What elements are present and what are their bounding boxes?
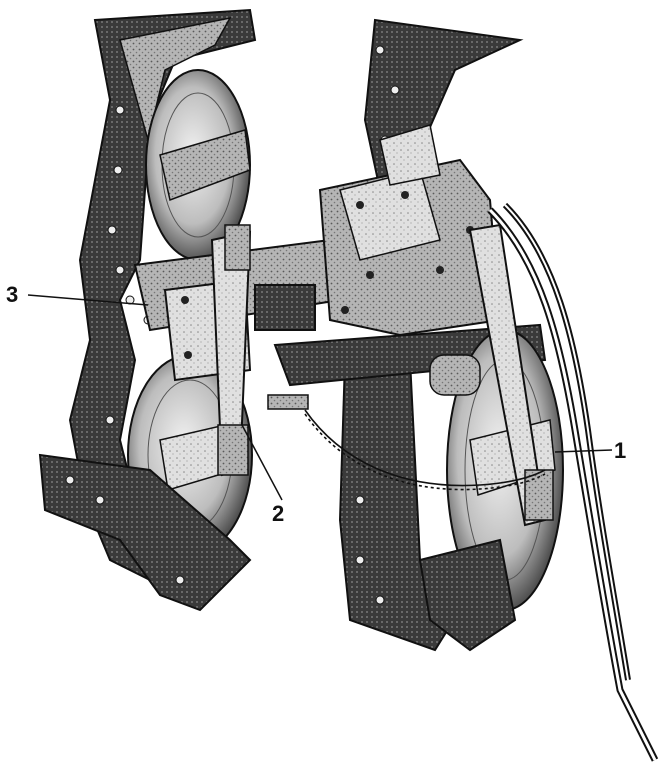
coulter-stalk-right	[468, 223, 554, 527]
callout-label-2: 2	[272, 501, 285, 526]
callout-label-1: 1	[614, 438, 627, 463]
right-share	[418, 538, 517, 652]
leader-line-3	[27, 294, 149, 306]
leader-lines	[27, 294, 613, 501]
hydraulic-hoses	[487, 202, 659, 762]
leader-line-2	[241, 424, 283, 501]
left-share	[38, 453, 252, 612]
callout-label-3: 3	[6, 282, 19, 307]
headstock	[318, 124, 502, 337]
coulter-stalk-left	[210, 224, 252, 477]
safety-chain	[304, 409, 546, 491]
main-frame	[267, 323, 547, 410]
leader-line-1	[554, 449, 613, 453]
